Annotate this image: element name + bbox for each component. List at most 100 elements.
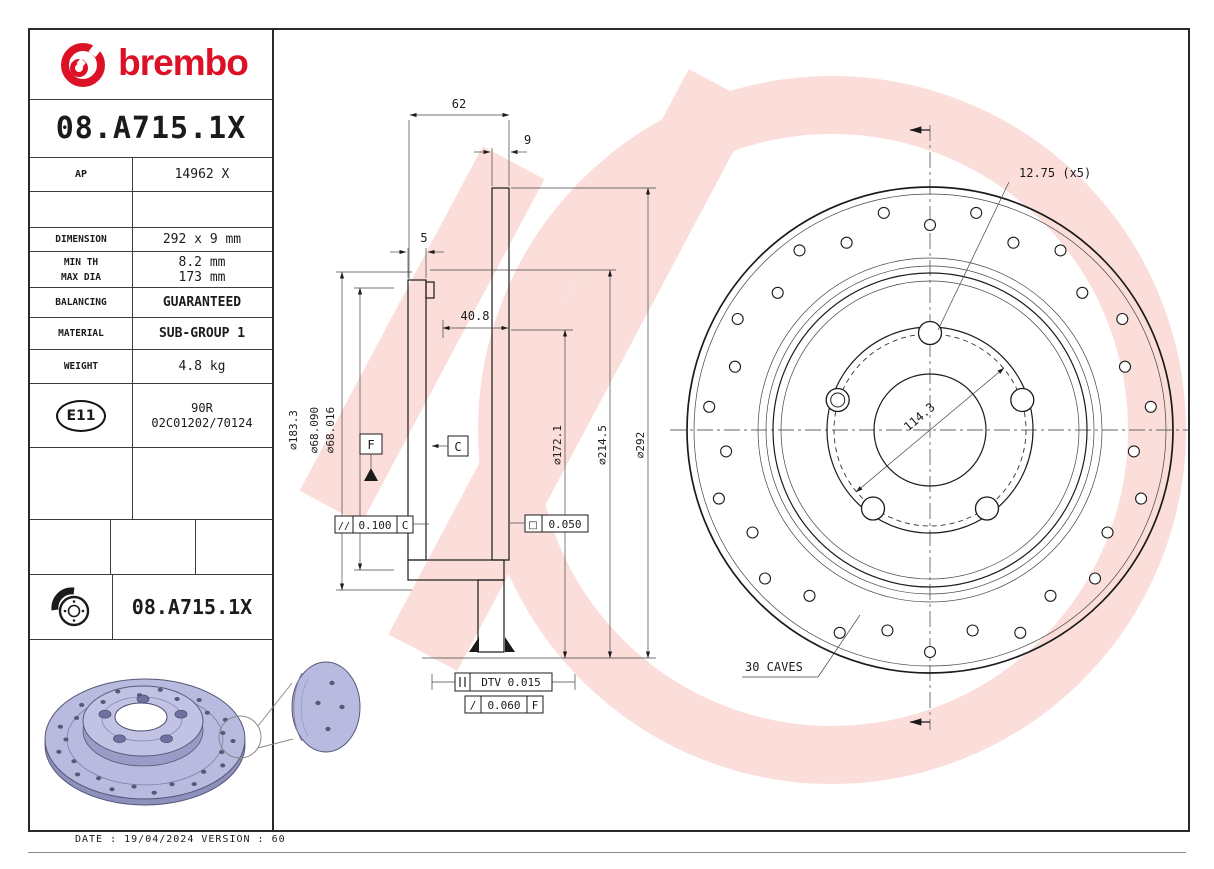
cave-hole — [877, 206, 890, 219]
runout-value: 0.060 — [487, 699, 520, 712]
render-cave-dot — [230, 739, 236, 743]
cave-hole — [1054, 244, 1067, 257]
front-view: 114.3 12.75 (x5) 30 CAVES — [670, 125, 1188, 730]
homologation-code: 90R 02C01202/70124 — [132, 384, 272, 447]
render-3d — [44, 661, 361, 806]
spec-row-balancing: BALANCING GUARANTEED — [30, 288, 272, 318]
brake-disc-icon — [51, 587, 90, 627]
cave-hole — [731, 312, 744, 326]
footer-part-row: 08.A715.1X — [30, 575, 272, 640]
render-cave-dot — [115, 689, 121, 694]
homologation-code-lines: 90R 02C01202/70124 — [151, 401, 252, 431]
brembo-logo-icon — [61, 38, 106, 87]
cave-hole — [970, 206, 983, 219]
render-cave-dot — [196, 698, 202, 702]
max-dia-label: MAX DIA — [60, 271, 102, 283]
divider — [132, 448, 133, 519]
cave-hole — [728, 360, 742, 373]
homologation-line2: 02C01202/70124 — [151, 415, 253, 430]
dim-dia-68-090: ⌀68.090 — [308, 407, 321, 453]
dim-62: 62 — [452, 97, 466, 111]
tolerance-flatness: □ 0.050 — [510, 514, 589, 533]
hub-pilot-section — [477, 579, 505, 653]
render-cave-dot — [220, 731, 226, 735]
render-cave-dot — [100, 700, 106, 704]
cave-hole — [881, 624, 894, 637]
detail-circle — [218, 715, 262, 759]
bolt-hole — [974, 496, 1000, 521]
cave-hole — [758, 572, 772, 585]
cave-hole — [1044, 589, 1057, 602]
render-bolt-hole — [174, 709, 188, 719]
runout-symbol: / — [470, 699, 477, 712]
max-dia-value: 173 mm — [178, 269, 226, 285]
cave-hole — [703, 400, 716, 413]
dim-dia-183-3: ⌀183.3 — [287, 410, 300, 450]
section-cut-geometry — [407, 187, 515, 653]
divider — [195, 520, 196, 574]
cave-hole — [1101, 526, 1114, 539]
divider — [110, 520, 111, 574]
render-bolt-hole — [98, 709, 112, 719]
e-mark-badge: E11 — [56, 399, 106, 432]
cave-hole — [833, 626, 846, 639]
render-cave-dot — [201, 769, 207, 774]
bolt-hole — [860, 496, 886, 521]
sheet-frame: brembo 08.A715.1X AP 14962 X DIMENSION 2… — [28, 28, 1190, 832]
reference-row: AP 14962 X — [30, 158, 272, 192]
bolt-hole — [917, 320, 943, 346]
spec-label: WEIGHT — [30, 350, 133, 383]
render-cave-dot — [75, 772, 81, 777]
parallelism-value: 0.100 — [358, 519, 391, 532]
homologation-row: E11 90R 02C01202/70124 — [30, 384, 272, 448]
bottom-rule — [28, 852, 1186, 853]
homologation-line1: 90R — [191, 400, 213, 415]
technical-drawing: 62 9 5 40.8 ⌀183.3 ⌀68.090 — [287, 69, 1188, 784]
spec-row-minmax: MIN TH MAX DIA 8.2 mm 173 mm — [30, 252, 272, 288]
cave-hole — [746, 526, 759, 539]
spec-row-dimension: DIMENSION 292 x 9 mm — [30, 228, 272, 252]
tolerance-runout: / 0.060 F — [464, 695, 544, 714]
parallelism-datum: C — [402, 519, 409, 532]
chamfer-mark-right — [505, 637, 515, 652]
mount-flange-section — [407, 559, 505, 581]
min-th-label: MIN TH — [63, 256, 99, 268]
part-number-cell: 08.A715.1X — [30, 100, 272, 158]
spec-value: 4.8 kg — [178, 359, 226, 374]
datum-f-letter: F — [367, 438, 374, 452]
section-view: 62 9 5 40.8 ⌀183.3 ⌀68.090 — [287, 97, 656, 714]
cave-hole — [923, 218, 937, 232]
render-detail-callout — [218, 661, 361, 759]
render-cave-dot — [71, 759, 77, 764]
pcd-dim-line — [855, 367, 1005, 493]
render-cave-dot — [57, 724, 63, 729]
render-bolt-hole — [136, 694, 150, 704]
render-bolt-hole — [160, 734, 173, 744]
render-cave-dot — [220, 763, 226, 768]
render-cave-dot — [219, 750, 225, 755]
render-cave-dot — [131, 784, 137, 789]
label-caves: 30 CAVES — [745, 660, 803, 674]
cave-hole — [923, 645, 937, 659]
footer-part-number: 08.A715.1X — [131, 595, 253, 619]
dim-pcd: 114.3 — [901, 400, 938, 434]
render-cave-dot — [174, 697, 180, 701]
disc-outer-edge — [686, 186, 1174, 674]
dim-dia-292: ⌀292 — [634, 432, 647, 459]
spec-label: DIMENSION — [30, 228, 133, 251]
dim-5: 5 — [420, 231, 427, 245]
chamfer-mark-left — [469, 637, 479, 652]
holes-leader — [937, 181, 1010, 331]
render-cave-dot — [151, 790, 157, 795]
cave-hole — [1144, 400, 1157, 413]
empty-row — [30, 192, 272, 228]
cave-hole — [803, 589, 816, 602]
date-version-line: DATE : 19/04/2024 VERSION : 60 — [75, 834, 286, 845]
caves-leader — [817, 614, 861, 678]
cave-hole — [1118, 360, 1132, 373]
render-cave-dot — [204, 710, 210, 715]
cave-hole — [840, 236, 853, 249]
spec-value: 8.2 mm 173 mm — [132, 252, 272, 287]
homologation-badge-cell: E11 — [30, 384, 133, 447]
